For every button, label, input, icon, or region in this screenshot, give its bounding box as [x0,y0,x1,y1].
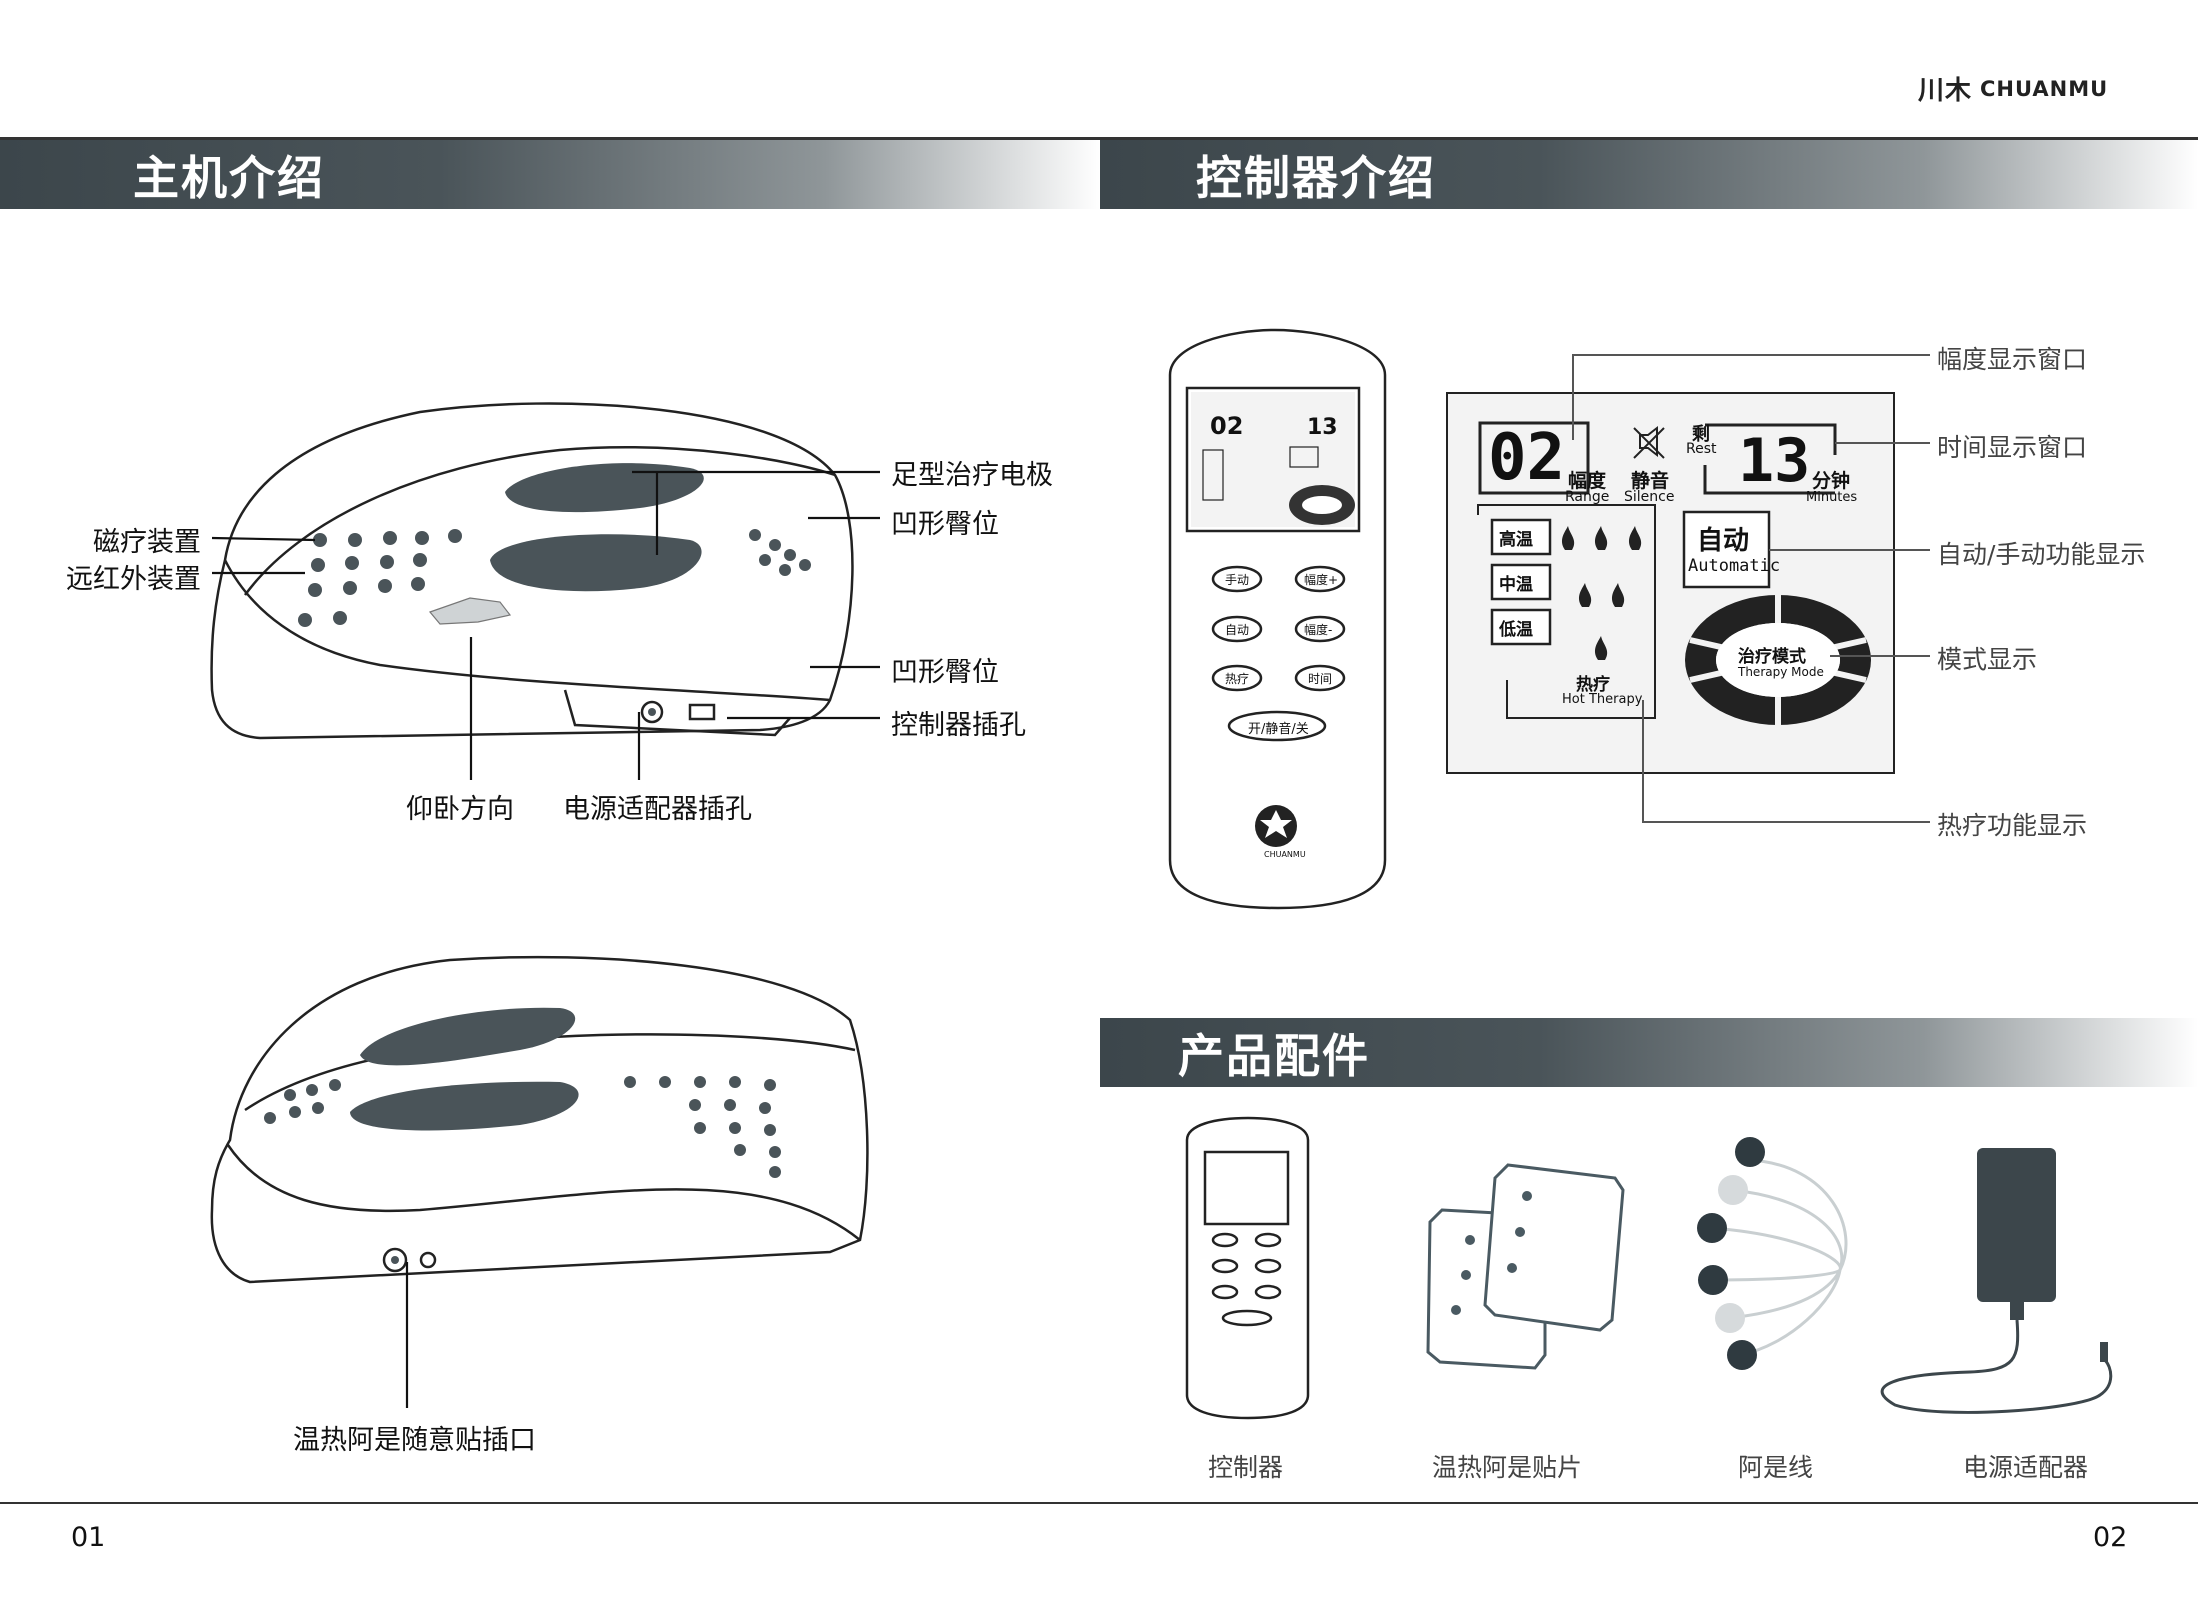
therapy-mode-ring [1685,595,1871,725]
label-mode-display: 模式显示 [1937,645,2038,674]
main-unit-back-view [210,955,869,1284]
controller-section-title: 控制器介绍 [1196,150,1436,205]
label-time-window: 时间显示窗口 [1937,433,2088,462]
lcd-high: 高温 [1499,530,1533,550]
lcd-silence-en: Silence [1624,489,1675,505]
svg-text:13: 13 [1307,415,1338,440]
magnetic-dots-back-left [264,1079,341,1124]
page-number-left: 01 [71,1522,106,1553]
lcd-auto-cn: 自动 [1697,526,1750,556]
lcd-rest-en: Rest [1686,441,1717,457]
remote-manual-button: 手动 [1225,573,1250,587]
accessory-adapter-icon [1880,1148,2113,1414]
lcd-range-value: 02 [1488,421,1566,495]
accessories-section-title: 产品配件 [1178,1028,1370,1083]
remote-control: 02 13 [1168,328,1387,910]
remote-range-up-button: 幅度+ [1304,573,1339,587]
lcd-rest-cn: 剩 [1692,424,1710,445]
label-foot-electrode: 足型治疗电极 [891,460,1053,491]
remote-heat-button: 热疗 [1225,672,1250,686]
lcd-leaders [1572,354,1930,823]
lcd-low: 低温 [1499,620,1533,640]
label-concave-hip-2: 凹形臀位 [891,657,999,688]
remote-auto-button: 自动 [1225,623,1250,637]
svg-text:02: 02 [1210,412,1243,440]
remote-range-down-button: 幅度- [1304,623,1333,637]
label-supine-direction: 仰卧方向 [406,794,514,825]
label-controller-jack: 控制器插孔 [891,710,1026,741]
caption-patch: 温热阿是贴片 [1432,1453,1583,1482]
accessories-section-banner: 产品配件 [1100,1018,2198,1087]
remote-time-button: 时间 [1308,672,1333,686]
accessory-wire-icon [1697,1137,1848,1370]
flame-icons [1561,526,1642,660]
brand-logo: 川木 CHUANMU [1918,70,2108,107]
magnetic-dots-back-right [624,1076,781,1178]
magnetic-dots-left [298,529,462,627]
lcd-auto-en: Automatic [1688,556,1781,576]
lcd-range-en: Range [1565,489,1610,505]
header-rule [0,137,2198,140]
label-auto-manual: 自动/手动功能显示 [1937,540,2146,569]
unit-top-leaders [211,470,880,780]
star-logo-icon [1255,805,1297,847]
lcd-mode-cn: 治疗模式 [1738,647,1806,667]
lcd-heat-en: Hot Therapy [1562,692,1643,707]
label-concave-hip-1: 凹形臀位 [891,509,999,540]
remote-button-row [1211,565,1346,742]
host-section-banner: 主机介绍 [0,140,1100,209]
brand-mark: 川木 [1918,76,1973,106]
caption-adapter: 电源适配器 [1963,1453,2089,1482]
lcd-mode-en: Therapy Mode [1738,665,1824,679]
lcd-mid: 中温 [1499,575,1533,595]
lcd-minutes-cn: 分钟 [1812,470,1851,492]
brand-name: CHUANMU [1980,76,2109,101]
lcd-silence-cn: 静音 [1631,470,1670,492]
accessory-controller-icon [1185,1116,1310,1420]
magnetic-dots-right [749,529,811,576]
caption-controller: 控制器 [1208,1453,1284,1482]
label-far-infrared: 远红外装置 [66,564,201,595]
label-range-window: 幅度显示窗口 [1937,345,2088,374]
lcd-time-value: 13 [1738,426,1811,496]
accessory-patch-icon [1426,1163,1625,1370]
speaker-mute-icon [1633,425,1665,459]
lcd-range-cn: 幅度 [1568,470,1607,492]
remote-power-button: 开/静音/关 [1248,722,1309,737]
controller-section-banner: 控制器介绍 [1100,140,2198,209]
page-number-right: 02 [2093,1522,2128,1553]
label-patch-jack: 温热阿是随意贴插口 [293,1425,536,1456]
label-heat-display: 热疗功能显示 [1937,811,2088,840]
lcd-heat-cn: 热疗 [1576,675,1610,695]
lcd-panel [1446,392,1895,774]
supine-figure-icon [428,597,512,625]
host-section-title: 主机介绍 [133,150,325,205]
caption-wire: 阿是线 [1738,1453,1814,1482]
main-unit-top-view [210,402,854,740]
lcd-minutes-en: Minutes [1806,490,1858,505]
label-magnetic: 磁疗装置 [93,527,201,558]
remote-brand: CHUANMU [1264,850,1306,859]
label-power-jack: 电源适配器插孔 [563,794,752,825]
